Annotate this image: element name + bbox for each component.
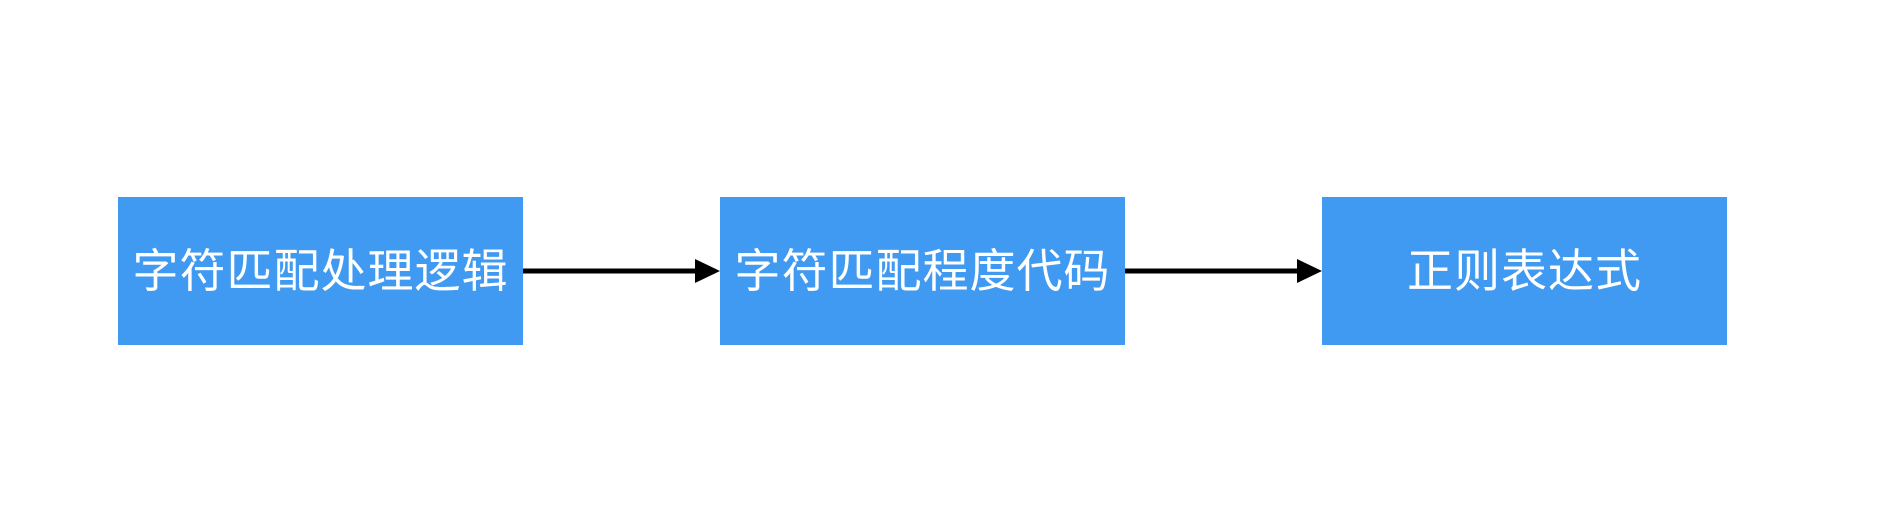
flow-node-3[interactable]: 正则表达式	[1322, 197, 1727, 345]
arrow-right-icon	[523, 259, 720, 283]
flow-node-3-label: 正则表达式	[1407, 244, 1642, 297]
flow-node-1-label: 字符匹配处理逻辑	[132, 244, 509, 297]
flow-node-2[interactable]: 字符匹配程度代码	[720, 197, 1125, 345]
flow-edge-1[interactable]	[523, 197, 720, 345]
flow-node-2-label: 字符匹配程度代码	[734, 244, 1111, 297]
flow-edge-2[interactable]	[1125, 197, 1322, 345]
flowchart-row: 字符匹配处理逻辑 字符匹配程度代码 正则表达式	[118, 197, 1727, 345]
arrow-right-icon	[1125, 259, 1322, 283]
flow-node-1[interactable]: 字符匹配处理逻辑	[118, 197, 523, 345]
